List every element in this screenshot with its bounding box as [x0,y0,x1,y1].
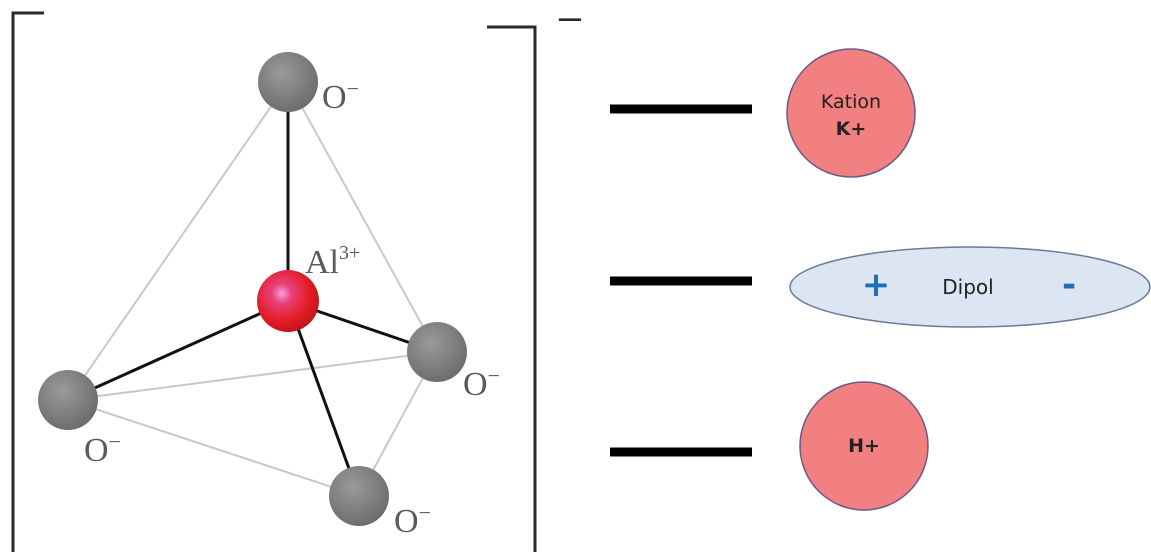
proton-label: H+ [848,435,880,457]
cation-label-line1: Kation [821,91,881,113]
oxygen-label-left-base: O [84,432,109,469]
bracket-right [487,25,537,552]
oxygen-label-top: O− [322,76,359,116]
oxygen-atom-left [38,370,98,430]
oxygen-atom-right [407,322,467,382]
oxygen-label-top-charge: − [347,76,359,101]
connector-lines [610,104,752,457]
cation-circle [786,48,916,178]
bracket-left [11,11,44,552]
oxygen-atoms [38,52,467,526]
oxygen-label-top-base: O [322,79,347,116]
al-o-bonds [67,82,438,497]
dipole-plus-sign: + [862,265,891,305]
edge-top-right [287,81,438,353]
complex-charge: – [559,0,582,39]
aluminium-label-charge: 3+ [339,242,360,264]
bond-left [67,299,289,402]
cation-label-line2: K+ [836,118,867,140]
oxygen-atom-bottom [329,466,389,526]
dipole: + Dipol - [789,246,1151,328]
tetrahedron-edges [67,81,438,497]
oxygen-label-bottom: O− [394,500,431,540]
edge-top-left [67,81,289,401]
aluminium-label-base: Al [305,244,339,281]
edge-left-bottom [67,399,360,497]
oxygen-label-bottom-charge: − [419,500,431,525]
oxygen-label-bottom-base: O [394,503,419,540]
oxygen-label-left: O− [84,429,121,469]
oxygen-label-right: O− [463,363,500,403]
cation-k-plus: Kation K+ [786,48,916,178]
proton-h-plus: H+ [799,381,929,511]
aluminium-atom [257,270,319,332]
oxygen-label-left-charge: − [109,429,121,454]
dipole-minus-sign: - [1062,265,1076,305]
oxygen-label-right-charge: − [488,363,500,388]
aluminium-label: Al3+ [305,242,360,281]
dipole-label: Dipol [942,275,993,299]
complex-bracket [11,11,537,552]
dipole-ellipse [789,246,1151,328]
oxygen-atom-top [258,52,318,112]
oxygen-label-right-base: O [463,366,488,403]
proton-circle [799,381,929,511]
edge-left-right [67,351,438,401]
bond-bottom [286,300,361,497]
